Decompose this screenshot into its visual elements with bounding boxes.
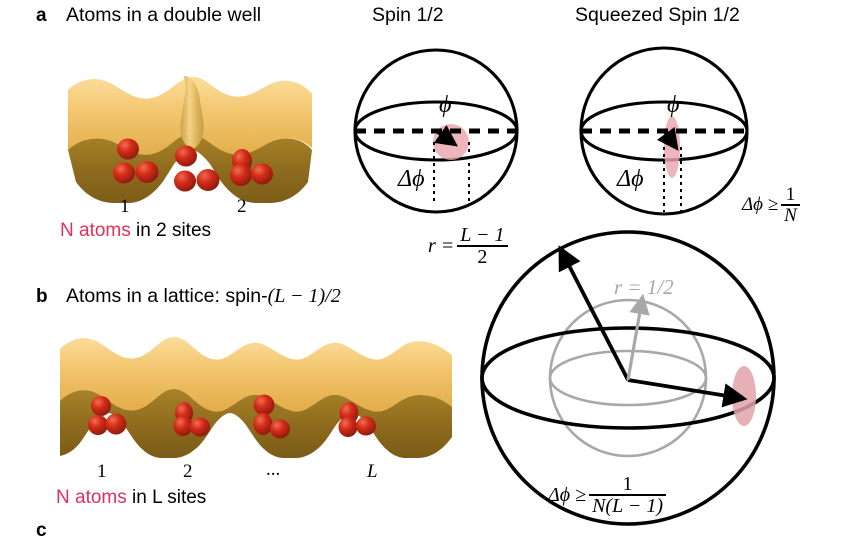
caption-a-n-atoms: N atoms [60, 220, 131, 241]
bound-formula-lhs: Δϕ ≥ [742, 194, 779, 216]
panel-b-title-math: (L − 1)/2 [267, 285, 341, 307]
large-bound-lhs: Δϕ ≥ [548, 483, 587, 506]
caption-b-n-atoms: N atoms [56, 487, 127, 508]
lattice-illustration [56, 325, 456, 475]
caption-a-rest: in 2 sites [130, 220, 212, 241]
large-spin-sphere [466, 222, 796, 542]
site-label-a-1: 1 [120, 196, 130, 217]
phi-label-sphere2: ϕ [667, 92, 680, 118]
bound-formula-large-spin: Δϕ ≥ 1 N(L − 1) [548, 474, 666, 517]
inner-radius-arrow [626, 293, 650, 381]
bound-fraction: 1 N [781, 185, 800, 226]
panel-a-letter: a [36, 5, 47, 26]
inner-sphere-equator [548, 349, 708, 407]
radius-denominator: 2 [457, 245, 508, 268]
bound-numerator: 1 [785, 184, 796, 205]
spin-vector-arrow [627, 378, 748, 408]
radius-formula-spin-half: r = L − 1 2 [428, 225, 508, 268]
large-radius-arrow [558, 245, 630, 381]
large-bound-fraction: 1 N(L − 1) [589, 474, 666, 517]
bound-formula-squeezed: Δϕ ≥ 1 N [742, 185, 800, 226]
site-label-a-2: 2 [237, 196, 247, 217]
inner-radius-label: r = 1/2 [614, 275, 674, 299]
site-label-b-ellipsis: ... [266, 459, 281, 480]
double-well-atoms-site1 [60, 62, 322, 210]
panel-c-letter: c [36, 520, 47, 541]
large-bound-numerator: 1 [622, 473, 633, 495]
spin-half-sphere [348, 42, 534, 228]
caption-b: N atoms in L sites [56, 487, 206, 509]
site-label-b-1: 1 [97, 461, 107, 482]
site-label-b-L: L [367, 461, 378, 482]
caption-b-rest: in L sites [126, 487, 207, 508]
radius-numerator: L − 1 [460, 224, 505, 246]
spin-half-title: Spin 1/2 [372, 4, 444, 26]
large-bound-denominator: N(L − 1) [589, 494, 666, 517]
delta-phi-label-sphere1: Δϕ [398, 166, 425, 192]
panel-a-title: Atoms in a double well [66, 4, 262, 26]
site-label-b-2: 2 [183, 461, 193, 482]
radius-formula-lhs: r = [428, 234, 455, 257]
bound-denominator: N [781, 204, 800, 226]
panel-b-letter: b [36, 286, 48, 307]
panel-b-title-plain: Atoms in a lattice: spin- [66, 285, 268, 307]
radius-fraction: L − 1 2 [457, 224, 508, 268]
outer-sphere-equator [480, 326, 776, 430]
uncertainty-patch [664, 116, 680, 178]
squeezed-spin-sphere [574, 42, 764, 232]
phi-label-sphere1: ϕ [439, 92, 452, 118]
caption-a: N atoms in 2 sites [60, 220, 211, 242]
spin-vector-arrow [656, 126, 679, 151]
squeezed-spin-title: Squeezed Spin 1/2 [575, 4, 740, 26]
spin-vector-arrow [433, 125, 458, 147]
panel-b-title: Atoms in a lattice: spin-(L − 1)/2 [66, 285, 341, 308]
delta-phi-label-sphere2: Δϕ [617, 166, 644, 192]
